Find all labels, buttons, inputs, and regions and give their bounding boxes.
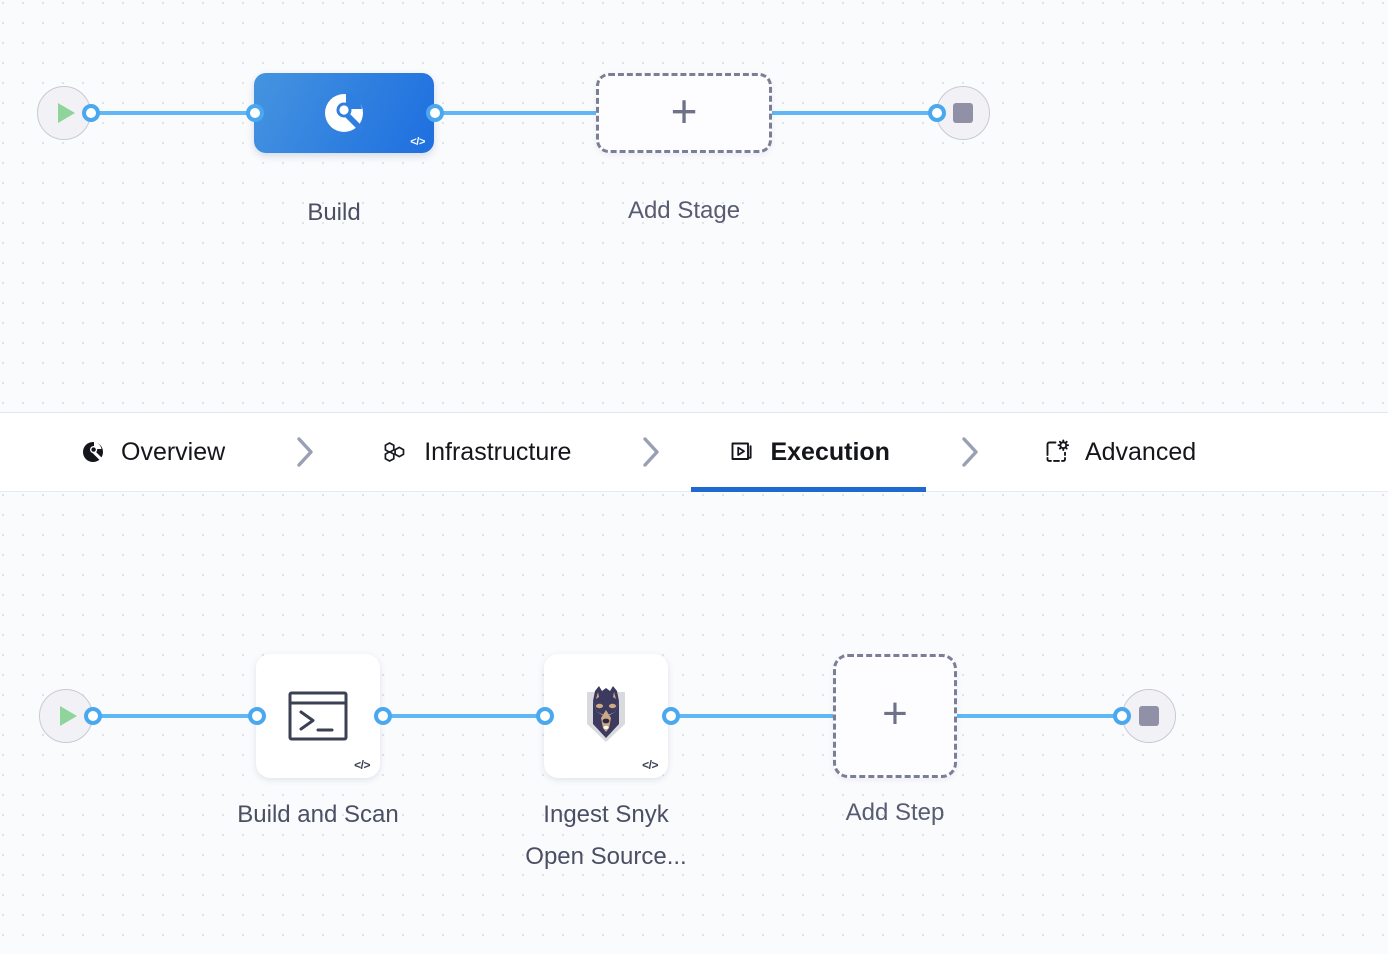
plus-icon: + [670, 85, 698, 137]
step-node-ingest-snyk[interactable]: </> [544, 654, 668, 778]
wire-start-to-buildscan [88, 714, 268, 718]
wire-build-to-addstage [428, 111, 608, 115]
tab-execution[interactable]: Execution [691, 412, 927, 492]
code-badge-ingest-snyk: </> [642, 758, 658, 772]
stage-canvas[interactable]: </> Build + Add Stage [0, 0, 1388, 412]
step-node-build-and-scan[interactable]: </> [256, 654, 380, 778]
snyk-doberman-icon [573, 680, 639, 752]
add-stage-label: Add Stage [627, 197, 741, 224]
wire-buildscan-to-snyk [376, 714, 556, 718]
tab-label-advanced: Advanced [1084, 437, 1197, 466]
stage-label-build: Build [307, 199, 361, 226]
wire-addstep-to-end [952, 714, 1134, 718]
tab-label-overview: Overview [121, 437, 226, 466]
chevron-right-icon [631, 412, 671, 492]
tab-overview[interactable]: Overview [74, 412, 229, 492]
port-snyk-out[interactable] [662, 707, 680, 725]
port-end-in[interactable] [928, 104, 946, 122]
wire-addstage-to-end [764, 111, 948, 115]
harness-ci-circle-icon [325, 93, 364, 132]
port-step-end-in[interactable] [1113, 707, 1131, 725]
port-buildscan-in[interactable] [248, 707, 266, 725]
chevron-right-icon [285, 412, 325, 492]
wire-start-to-build [86, 111, 266, 115]
execution-play-box-icon [727, 437, 757, 467]
overview-circle-icon [78, 437, 108, 467]
chevron-right-icon [950, 412, 990, 492]
tab-label-infrastructure: Infrastructure [424, 437, 572, 466]
stage-end-node[interactable] [936, 86, 990, 140]
stop-icon [953, 103, 973, 123]
port-buildscan-out[interactable] [374, 707, 392, 725]
tab-advanced[interactable]: Advanced [1038, 412, 1200, 492]
add-step-label: Add Step [845, 799, 945, 826]
stop-icon [1139, 706, 1159, 726]
code-badge-build: </> [410, 136, 425, 148]
port-snyk-in[interactable] [536, 707, 554, 725]
wire-snyk-to-addstep [664, 714, 844, 718]
code-badge-build-and-scan: </> [354, 758, 370, 772]
tab-label-execution: Execution [770, 437, 890, 466]
tab-infrastructure[interactable]: Infrastructure [377, 412, 575, 492]
step-label-ingest-snyk: Ingest Snyk Open Source... [525, 801, 687, 870]
advanced-gear-icon [1042, 437, 1072, 467]
port-build-in[interactable] [246, 104, 264, 122]
play-icon [58, 103, 75, 123]
port-start-out[interactable] [82, 104, 100, 122]
execution-canvas[interactable]: </> Build and Scan </> [0, 492, 1388, 954]
terminal-icon [288, 691, 348, 741]
add-step-node[interactable]: + [833, 654, 957, 778]
plus-icon: + [882, 689, 908, 738]
port-build-out[interactable] [426, 104, 444, 122]
port-step-start-out[interactable] [84, 707, 102, 725]
step-label-build-and-scan: Build and Scan [237, 801, 399, 828]
stage-config-tabs: Overview Infrastructure [0, 412, 1388, 492]
step-end-node[interactable] [1122, 689, 1176, 743]
stage-node-build[interactable]: </> [254, 73, 434, 153]
add-stage-node[interactable]: + [596, 73, 772, 153]
play-icon [60, 706, 77, 726]
hexagon-cluster-icon [381, 437, 411, 467]
